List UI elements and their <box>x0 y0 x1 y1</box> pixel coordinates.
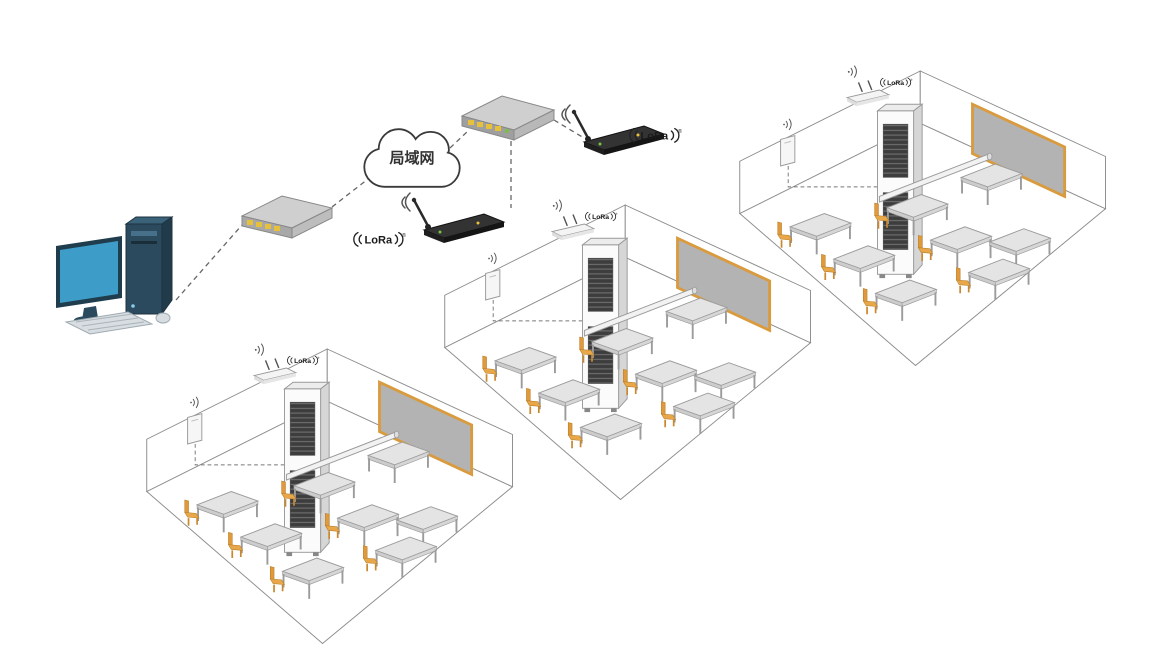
pc-power-led <box>131 304 135 308</box>
switch-ports <box>468 120 501 131</box>
classroom-3 <box>147 344 513 644</box>
cloud-shape <box>363 128 461 188</box>
gateway-lora-logo <box>353 231 407 248</box>
link-computer-router <box>175 224 243 301</box>
network-switch <box>460 95 556 141</box>
management-computer <box>56 216 174 335</box>
router-side <box>291 207 333 239</box>
router <box>240 195 334 239</box>
switch-side <box>513 109 555 141</box>
lan-cloud: 局域网 <box>363 128 461 188</box>
cloud-label: 局域网 <box>388 149 434 167</box>
pc-tower-front <box>125 223 163 315</box>
pc-tower-side <box>161 216 173 316</box>
pc-drive-bay <box>131 241 157 244</box>
gateway-device <box>400 191 506 245</box>
switch-led <box>505 129 509 133</box>
monitor-screen <box>60 241 118 303</box>
link-switch-gateway1 <box>553 119 585 139</box>
link-cloud-switch <box>449 130 469 149</box>
keyboard <box>64 311 154 335</box>
mouse <box>155 312 171 324</box>
lora-gateway-2 <box>353 191 506 248</box>
lora-gateway-1 <box>560 103 683 157</box>
pc-drive-bay <box>131 231 157 236</box>
keyboard-keys <box>75 313 145 331</box>
router-ports <box>247 220 280 231</box>
